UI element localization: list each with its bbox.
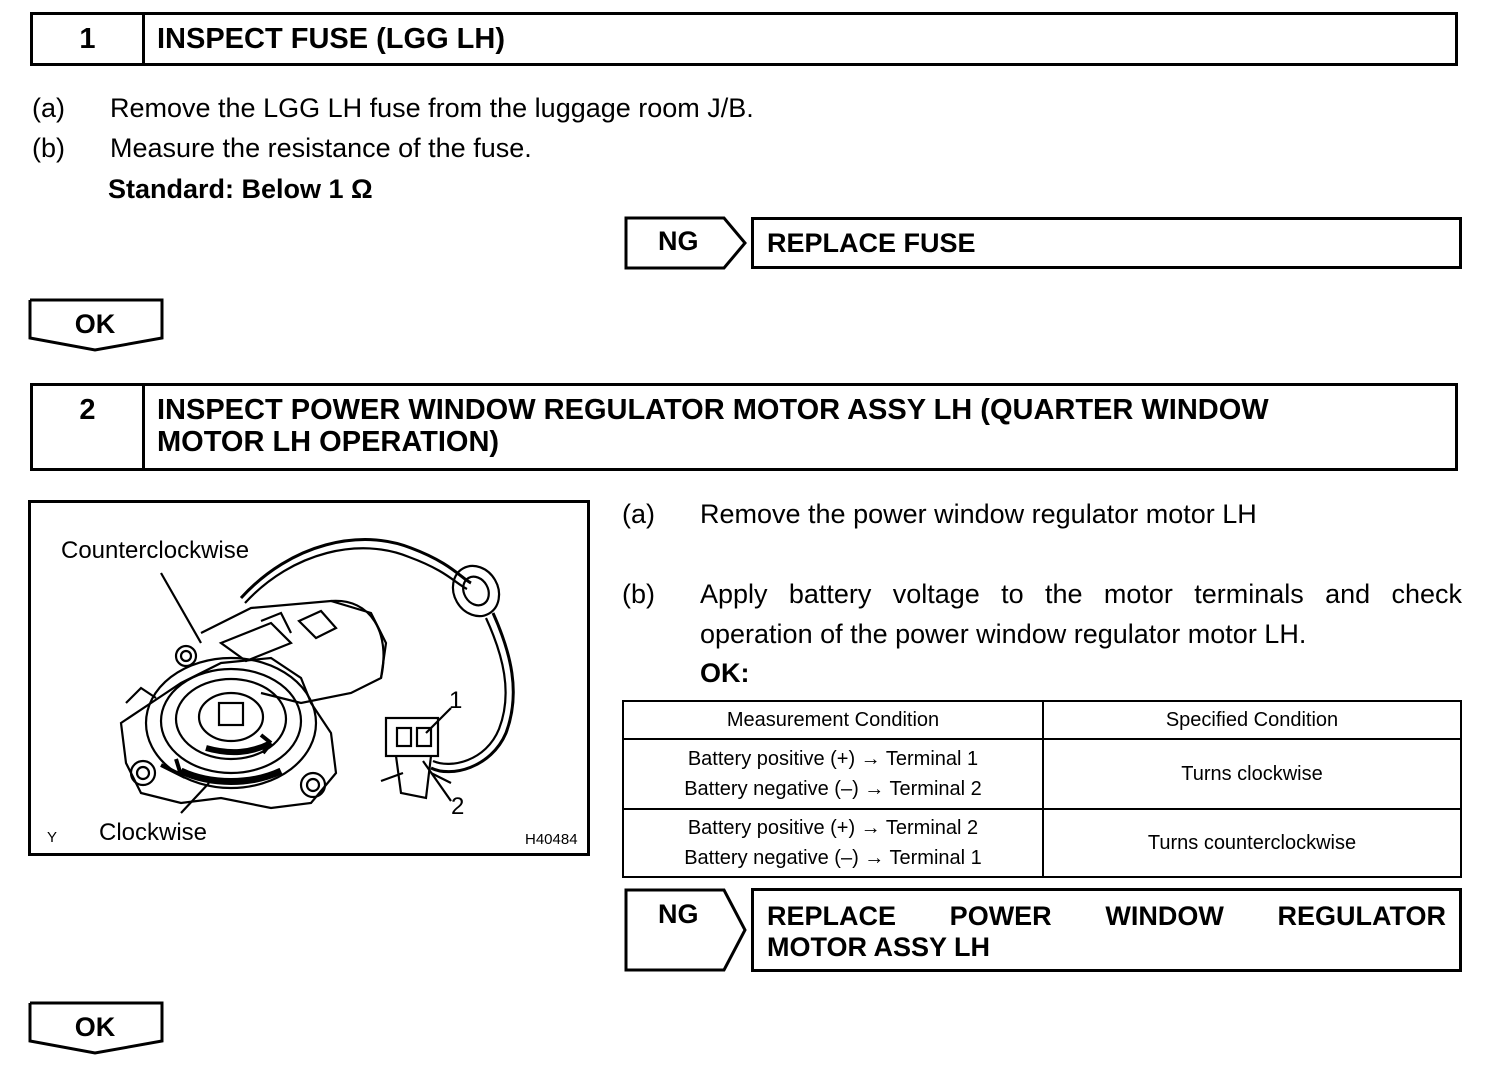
cond-line: Battery negative (–) → Terminal 2 bbox=[684, 778, 982, 800]
step-1-instruction-b: (b) Measure the resistance of the fuse. bbox=[32, 132, 1032, 164]
action-text: REPLACE FUSE bbox=[767, 228, 976, 258]
ng-arrow-icon bbox=[624, 888, 748, 972]
step-1-standard: Standard: Below 1 Ω bbox=[108, 174, 373, 204]
table-cell: Turns clockwise bbox=[1042, 738, 1462, 810]
step-2-instruction-a: (a) Remove the power window regulator mo… bbox=[622, 498, 1462, 530]
step-2-title: INSPECT POWER WINDOW REGULATOR MOTOR ASS… bbox=[145, 386, 1455, 468]
step-label: (a) bbox=[32, 93, 65, 123]
step-label: (b) bbox=[622, 579, 655, 609]
ng-label: NG bbox=[658, 899, 699, 929]
cond-line: Battery negative (–) → Terminal 1 bbox=[684, 847, 982, 869]
step-2-title-line-1: INSPECT POWER WINDOW REGULATOR MOTOR ASS… bbox=[157, 394, 1269, 426]
replace-motor-action: REPLACE POWER WINDOW REGULATOR MOTOR ASS… bbox=[751, 888, 1462, 972]
ok-arrow-icon bbox=[28, 298, 166, 357]
spec-table: Measurement Condition Specified Conditio… bbox=[622, 700, 1462, 878]
ng-label: NG bbox=[658, 226, 699, 256]
ok-label: OK bbox=[74, 309, 116, 339]
ok-arrow-icon bbox=[28, 1001, 166, 1060]
ng-arrow-icon bbox=[624, 216, 748, 270]
figure-code: H40484 bbox=[525, 831, 578, 848]
step-2-header: 2 INSPECT POWER WINDOW REGULATOR MOTOR A… bbox=[30, 383, 1458, 471]
action-text-line-1: REPLACE POWER WINDOW REGULATOR bbox=[767, 901, 1446, 931]
table-header: Specified Condition bbox=[1042, 700, 1462, 740]
step-1-number: 1 bbox=[33, 15, 145, 63]
ok-heading: OK: bbox=[700, 658, 750, 688]
clockwise-label: Clockwise bbox=[99, 819, 208, 846]
step-label: (a) bbox=[622, 499, 655, 529]
table-header: Measurement Condition bbox=[622, 700, 1044, 740]
cond-line: Battery positive (+) → Terminal 1 bbox=[687, 748, 979, 770]
step-2-number: 2 bbox=[33, 386, 145, 468]
step-1-title: INSPECT FUSE (LGG LH) bbox=[157, 23, 505, 55]
step-text: Measure the resistance of the fuse. bbox=[110, 133, 532, 163]
cond-line: Battery positive (+) → Terminal 2 bbox=[687, 817, 979, 839]
step-2-instruction-b: (b) Apply battery voltage to the motor t… bbox=[622, 578, 1462, 688]
table-row: Battery positive (+) → Terminal 2 Batter… bbox=[622, 808, 1462, 878]
table-row: Battery positive (+) → Terminal 1 Batter… bbox=[622, 738, 1462, 810]
terminal-2-label: 2 bbox=[451, 793, 465, 820]
table-cell: Battery positive (+) → Terminal 1 Batter… bbox=[622, 738, 1044, 810]
step-text: Remove the LGG LH fuse from the luggage … bbox=[110, 93, 754, 123]
table-cell: Turns counterclockwise bbox=[1042, 808, 1462, 878]
motor-illustration bbox=[119, 538, 515, 814]
ok-label: OK bbox=[74, 1012, 116, 1042]
figure-corner-mark: Y bbox=[47, 829, 58, 846]
counterclockwise-label: Counterclockwise bbox=[61, 537, 250, 564]
table-header-row: Measurement Condition Specified Conditio… bbox=[622, 700, 1462, 740]
step-text-line-2: operation of the power window regulator … bbox=[700, 619, 1307, 649]
step-text: Remove the power window regulator motor … bbox=[700, 499, 1257, 529]
table-cell: Battery positive (+) → Terminal 2 Batter… bbox=[622, 808, 1044, 878]
step-2-title-line-2: MOTOR LH OPERATION) bbox=[157, 426, 500, 458]
step-1-header: 1 INSPECT FUSE (LGG LH) bbox=[30, 12, 1458, 66]
motor-figure: Counterclockwise Clockwise 1 2 Y H40484 bbox=[28, 500, 590, 856]
action-text-line-2: MOTOR ASSY LH bbox=[767, 932, 991, 962]
replace-fuse-action: REPLACE FUSE bbox=[751, 217, 1462, 269]
terminal-1-label: 1 bbox=[449, 687, 463, 714]
step-label: (b) bbox=[32, 133, 65, 163]
step-text-line-1: Apply battery voltage to the motor termi… bbox=[700, 579, 1462, 609]
step-1-instruction-a: (a) Remove the LGG LH fuse from the lugg… bbox=[32, 92, 1032, 124]
